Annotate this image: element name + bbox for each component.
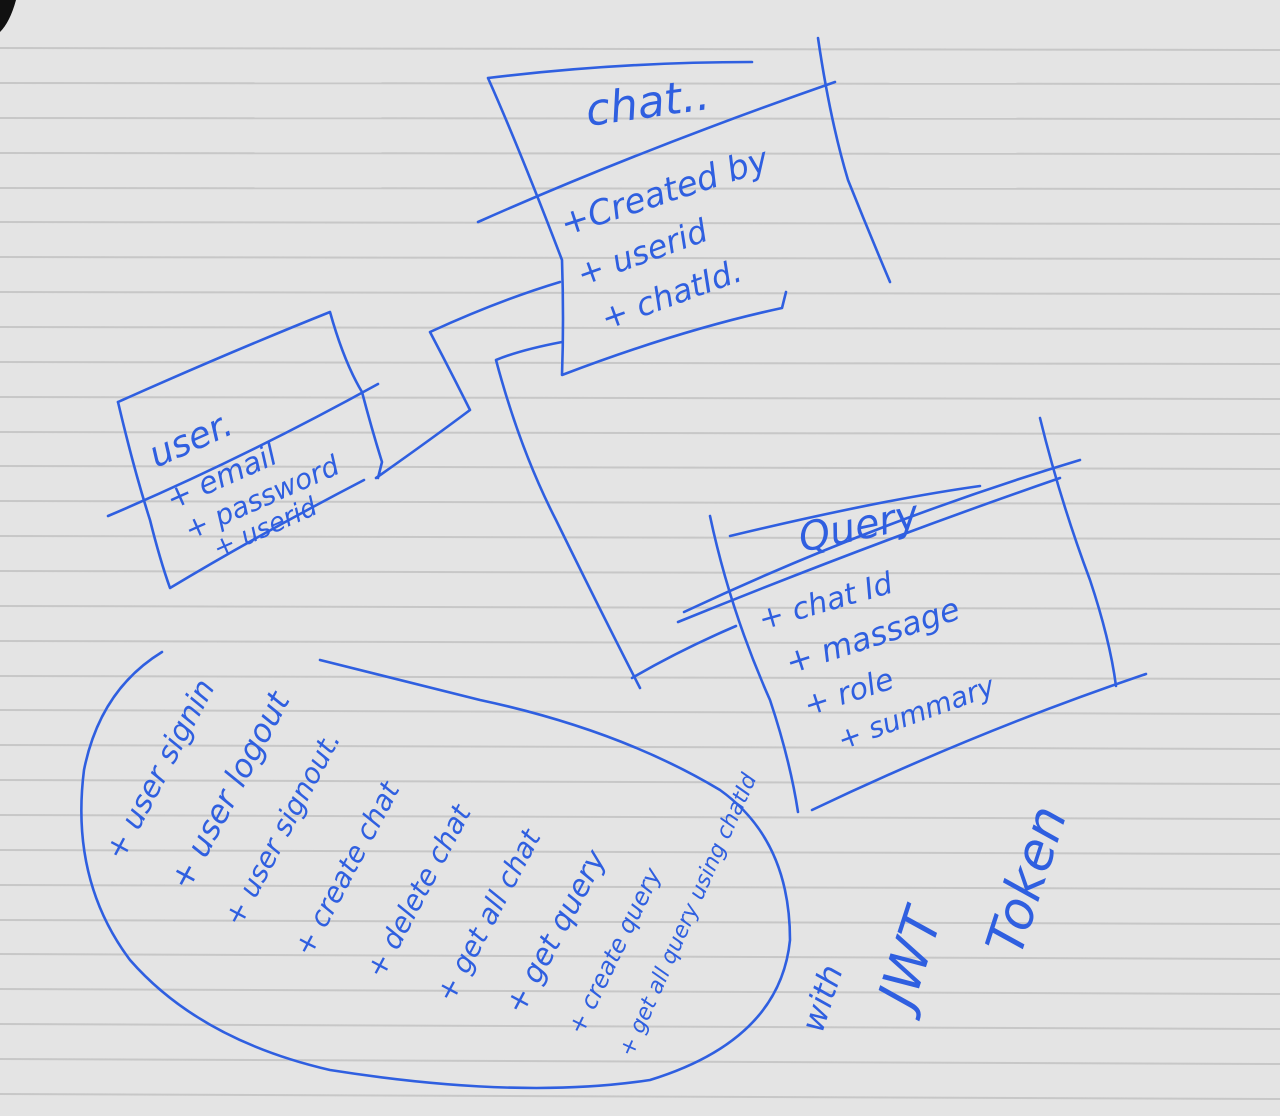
user-box-left-bottom-outline bbox=[116, 400, 366, 590]
corner-mark bbox=[0, 0, 16, 32]
note-token: Token bbox=[975, 799, 1079, 962]
query-entity-box: Query + chat Id + massage + role + summa… bbox=[676, 416, 1148, 814]
chat-box-divider bbox=[476, 80, 837, 224]
chat-query-relation-line bbox=[494, 340, 738, 690]
operations-oval: + user signin + user logout + user signo… bbox=[80, 650, 792, 1090]
query-box-right-outline bbox=[1038, 416, 1118, 688]
chat-entity-box: chat.. +Created by + userid + chatId. bbox=[476, 36, 892, 377]
note-with: with bbox=[793, 960, 850, 1036]
query-box-divider bbox=[676, 458, 1082, 624]
ruled-lines bbox=[0, 47, 1280, 1100]
user-box-divider bbox=[106, 382, 380, 518]
query-box-bottom-outline bbox=[810, 672, 1148, 812]
jwt-note: with JWT Token bbox=[793, 799, 1079, 1037]
chat-box-right-outline bbox=[816, 36, 892, 284]
chat-box-left-outline bbox=[486, 60, 788, 377]
user-chat-relation-line bbox=[374, 280, 562, 480]
query-box-left-outline bbox=[708, 514, 800, 814]
note-jwt: JWT bbox=[865, 898, 957, 1023]
chat-title: chat.. bbox=[582, 69, 712, 137]
user-box-top-right-outline bbox=[116, 310, 384, 480]
operations-oval-outline bbox=[80, 650, 792, 1090]
user-entity-box: user. + email + password + userid bbox=[106, 310, 384, 590]
query-box-top-outline bbox=[728, 484, 982, 538]
